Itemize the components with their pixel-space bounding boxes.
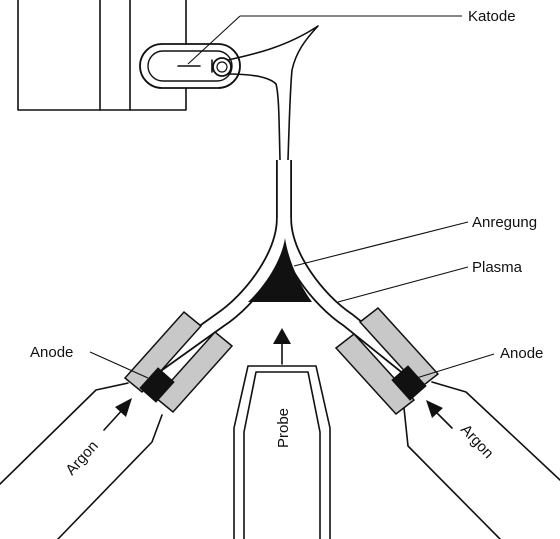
- probe-arrow: [273, 328, 291, 365]
- argon-arrow-right: [426, 400, 453, 429]
- right-anode-block: [391, 365, 427, 401]
- argon-arrow-left: [103, 398, 132, 431]
- left-anode-block: [139, 367, 175, 403]
- plasma-leader: [337, 266, 469, 303]
- katode-leader: [187, 15, 241, 65]
- cathode-capsule: [139, 43, 241, 89]
- y-tube: [131, 160, 426, 387]
- right-electrode: [334, 306, 440, 416]
- label-katode: Katode: [468, 8, 516, 25]
- anode-left-leader: [89, 351, 149, 379]
- anode-right-leader: [409, 353, 495, 381]
- label-plasma: Plasma: [472, 259, 523, 276]
- right-argon-tube: [403, 381, 560, 539]
- label-anregung: Anregung: [472, 214, 537, 231]
- probe-tube: [233, 365, 331, 539]
- label-anode-right: Anode: [500, 345, 543, 362]
- anregung-leader: [293, 221, 469, 267]
- excitation-zone: [248, 238, 312, 302]
- label-argon-left: Argon: [62, 438, 101, 479]
- left-argon-tube: [0, 382, 163, 539]
- label-anode-left: Anode: [30, 344, 73, 361]
- left-electrode: [123, 310, 234, 414]
- cathode-horn: [227, 25, 319, 161]
- label-probe: Probe: [275, 408, 292, 448]
- label-argon-right: Argon: [457, 421, 497, 462]
